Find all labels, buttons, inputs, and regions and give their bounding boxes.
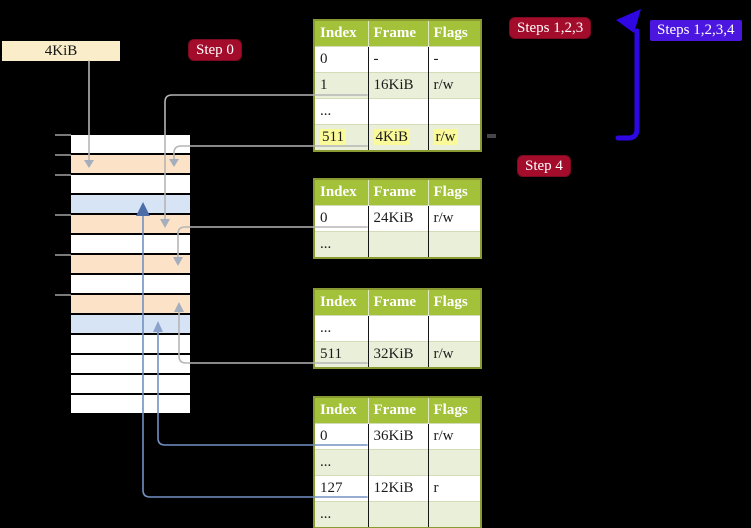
memory-frame-white	[71, 395, 190, 415]
table-cell: r/w	[427, 205, 481, 232]
memory-frame-white	[71, 175, 190, 195]
column-header-flags: Flags	[427, 20, 481, 47]
column-header-index: Index	[314, 397, 368, 424]
table-cell	[367, 98, 428, 125]
table-cell: 36KiB	[367, 423, 428, 450]
memory-frame-white	[71, 135, 190, 155]
column-header-flags: Flags	[427, 397, 481, 424]
memory-frame-blue	[71, 315, 190, 335]
table-cell: 0	[314, 46, 368, 73]
memory-frame-white	[71, 275, 190, 295]
table-cell	[427, 231, 481, 258]
memory-frame-orange	[71, 255, 190, 275]
table-row: ...	[314, 315, 481, 342]
table-cell: 16KiB	[367, 72, 428, 99]
table-cell: r/w	[427, 124, 481, 151]
table-cell	[427, 315, 481, 342]
column-header-index: Index	[314, 179, 368, 206]
column-header-frame: Frame	[367, 179, 428, 206]
column-header-flags: Flags	[427, 289, 481, 316]
memory-frame-white	[71, 355, 190, 375]
column-header-frame: Frame	[367, 20, 428, 47]
table-cell	[367, 231, 428, 258]
memory-frame-orange	[71, 215, 190, 235]
column-header-index: Index	[314, 20, 368, 47]
table-row: ...	[314, 449, 481, 476]
memory-tick	[55, 254, 71, 256]
page-size-label: 4KiB	[2, 41, 120, 61]
table-cell: 12KiB	[367, 475, 428, 502]
step4-badge: Step 4	[518, 156, 570, 176]
table-cell	[367, 315, 428, 342]
table-cell: 4KiB	[367, 124, 428, 151]
highlighted-value: 4KiB	[373, 129, 411, 145]
loop-back-arrow	[615, 9, 641, 141]
table-row: 0--	[314, 46, 481, 73]
highlighted-value: 511	[320, 129, 346, 145]
table-cell	[427, 98, 481, 125]
table-cell: ...	[314, 98, 368, 125]
table-row: 511 4KiB r/w	[314, 124, 481, 151]
table-row: ...	[314, 231, 481, 258]
table-cell: 127	[314, 475, 368, 502]
column-header-index: Index	[314, 289, 368, 316]
table-cell: 1	[314, 72, 368, 99]
column-header-frame: Frame	[367, 397, 428, 424]
table-cell: 511	[314, 124, 368, 151]
table-cell: ...	[314, 231, 368, 258]
table-cell: r	[427, 475, 481, 502]
table-cell: 511	[314, 341, 368, 368]
steps1234-badge: Steps 1,2,3,4	[650, 20, 742, 41]
table-cell	[367, 449, 428, 476]
step0-badge: Step 0	[189, 40, 241, 60]
physical-memory-column	[71, 135, 190, 415]
memory-tick	[55, 174, 71, 176]
memory-frame-white	[71, 235, 190, 255]
steps123-badge: Steps 1,2,3	[510, 18, 591, 38]
memory-tick	[55, 154, 71, 156]
table-cell: ...	[314, 449, 368, 476]
column-header-flags: Flags	[427, 179, 481, 206]
table-cell	[427, 449, 481, 476]
table-cell: 24KiB	[367, 205, 428, 232]
table-cell: 32KiB	[367, 341, 428, 368]
highlighted-value: r/w	[433, 129, 458, 145]
memory-tick	[55, 294, 71, 296]
table-cell: -	[367, 46, 428, 73]
table-row: ...	[314, 501, 481, 528]
table-row: ...	[314, 98, 481, 125]
table-cell	[427, 501, 481, 528]
column-header-frame: Frame	[367, 289, 428, 316]
memory-frame-orange	[71, 295, 190, 315]
table-cell: 0	[314, 205, 368, 232]
table-cell: r/w	[427, 341, 481, 368]
table-cell: -	[427, 46, 481, 73]
memory-frame-white	[71, 375, 190, 395]
table-cell: ...	[314, 315, 368, 342]
table-cell	[367, 501, 428, 528]
table-cell: ...	[314, 501, 368, 528]
table-cell: r/w	[427, 72, 481, 99]
memory-tick	[55, 134, 71, 136]
memory-frame-blue	[71, 195, 190, 215]
memory-tick	[55, 214, 71, 216]
memory-frame-white	[71, 335, 190, 355]
table-cell: 0	[314, 423, 368, 450]
stray-dash	[487, 134, 496, 138]
memory-frame-orange	[71, 155, 190, 175]
table-cell: r/w	[427, 423, 481, 450]
